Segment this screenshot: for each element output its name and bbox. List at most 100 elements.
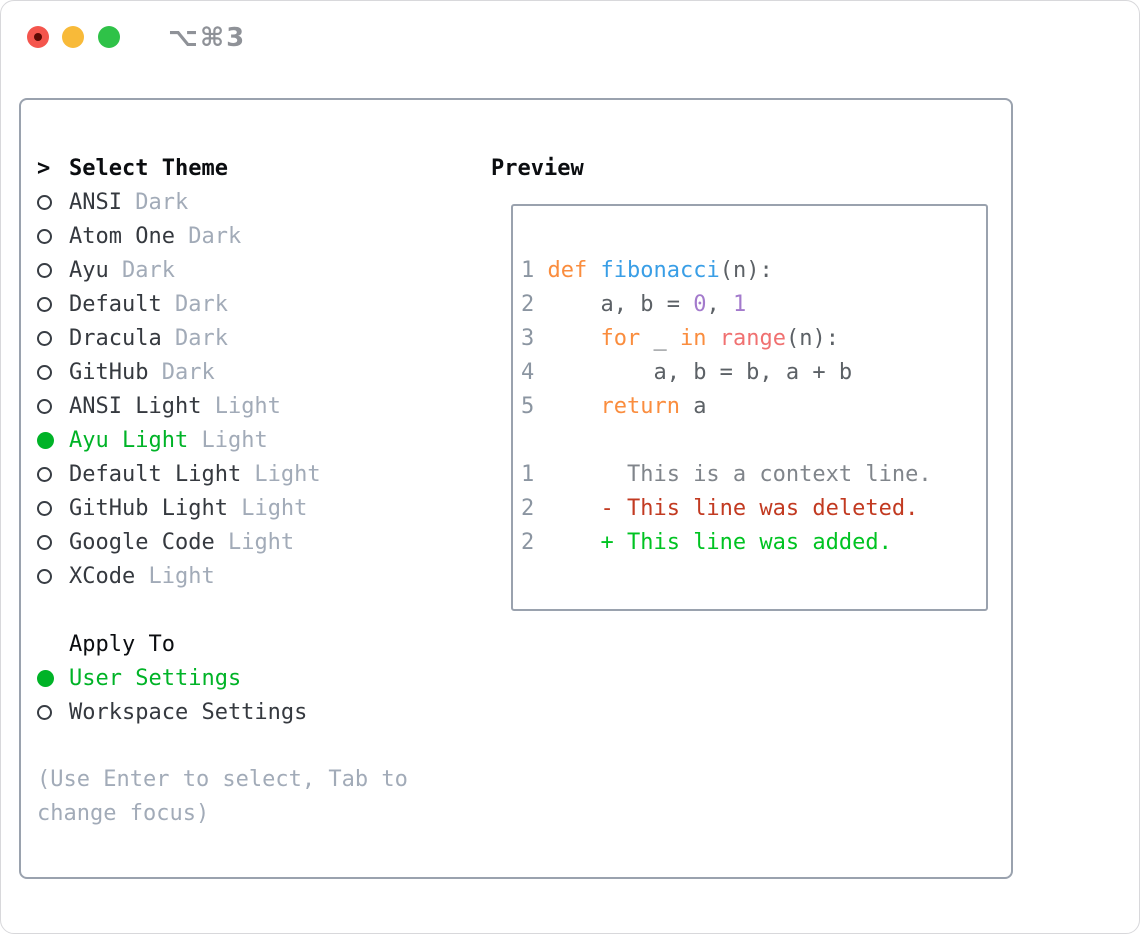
radio-icon xyxy=(37,398,69,414)
code-token-deleted: - This line was deleted. xyxy=(534,495,919,521)
theme-variant-badge: Light xyxy=(201,393,281,419)
code-token-default: a, b = b, a + b xyxy=(534,359,853,385)
code-token-context: This is a context line. xyxy=(534,461,932,487)
preview-label: Preview xyxy=(491,155,584,181)
select-theme-label: Select Theme xyxy=(69,155,228,181)
code-token-entity: fibonacci xyxy=(600,257,720,283)
apply-to-label: Apply To xyxy=(69,631,175,657)
code-line: 2 + This line was added. xyxy=(521,525,932,559)
theme-option-atom-one[interactable]: Atom One Dark xyxy=(37,219,241,253)
theme-option-github[interactable]: GitHub Dark xyxy=(37,355,215,389)
theme-option-ansi-light[interactable]: ANSI Light Light xyxy=(37,389,281,423)
code-line: 5 return a xyxy=(521,389,932,423)
radio-icon xyxy=(37,500,69,516)
theme-variant-badge: Light xyxy=(227,495,308,521)
window-title: ⌥⌘3 xyxy=(168,23,247,53)
code-token-default: (n): xyxy=(719,257,773,283)
code-token-lineno: 2 xyxy=(521,291,535,317)
radio-icon xyxy=(37,262,69,278)
code-token-constant: 0 xyxy=(693,291,707,317)
option-label: ANSI xyxy=(69,189,122,215)
radio-icon xyxy=(37,466,69,482)
code-token-default: , xyxy=(706,291,733,317)
option-label: Default xyxy=(69,291,162,317)
theme-variant-badge: Dark xyxy=(161,291,228,317)
minimize-button[interactable] xyxy=(62,26,84,48)
close-button[interactable] xyxy=(27,26,49,48)
zoom-button[interactable] xyxy=(98,26,120,48)
code-token-lineno: 2 xyxy=(521,529,535,555)
radio-icon xyxy=(37,228,69,244)
theme-variant-badge: Dark xyxy=(108,257,175,283)
code-token-lineno: 4 xyxy=(521,359,535,385)
code-token-default: (n): xyxy=(785,325,839,351)
radio-selected-icon xyxy=(37,669,69,687)
code-token-default xyxy=(534,394,600,419)
theme-variant-badge: Light xyxy=(188,427,268,453)
theme-variant-badge: Dark xyxy=(161,325,228,351)
code-token-default: a xyxy=(679,393,707,419)
code-token-added: + This line was added. xyxy=(534,529,892,555)
apply-to-header: Apply To xyxy=(37,627,175,661)
code-line: 3 for _ in range(n): xyxy=(521,321,932,355)
theme-variant-badge: Dark xyxy=(121,189,189,215)
code-token-keyword: in xyxy=(679,325,707,351)
option-label: User Settings xyxy=(69,665,242,691)
code-line: 1 def fibonacci(n): xyxy=(521,253,932,287)
code-token-lineno: 2 xyxy=(521,495,535,521)
option-label: GitHub Light xyxy=(69,495,228,521)
radio-icon xyxy=(37,534,69,550)
code-token-default xyxy=(534,326,600,351)
radio-icon xyxy=(37,296,69,312)
code-token-markup: range xyxy=(719,325,786,351)
keyboard-hint: (Use Enter to select, Tab to change focu… xyxy=(37,767,408,826)
code-line: 1 This is a context line. xyxy=(521,457,932,491)
option-label: GitHub xyxy=(69,359,149,385)
apply-option-user-settings[interactable]: User Settings xyxy=(37,661,241,695)
option-label: Dracula xyxy=(69,325,162,351)
code-line xyxy=(521,423,932,457)
theme-option-default[interactable]: Default Dark xyxy=(37,287,228,321)
theme-option-ayu[interactable]: Ayu Dark xyxy=(37,253,175,287)
close-dot-icon xyxy=(34,33,42,41)
code-token-default: a, b = xyxy=(534,291,694,317)
theme-option-ayu-light[interactable]: Ayu Light Light xyxy=(37,423,268,457)
option-label: Atom One xyxy=(69,223,175,249)
code-line: 2 - This line was deleted. xyxy=(521,491,932,525)
code-token-constant: 1 xyxy=(732,291,747,317)
code-token-default xyxy=(587,258,600,283)
code-line: 2 a, b = 0, 1 xyxy=(521,287,932,321)
radio-icon xyxy=(37,568,69,584)
code-token-lineno: 5 xyxy=(521,393,535,419)
theme-option-dracula[interactable]: Dracula Dark xyxy=(37,321,228,355)
radio-icon xyxy=(37,364,69,380)
radio-selected-icon xyxy=(37,431,69,449)
code-token-default xyxy=(706,326,719,351)
option-label: Ayu Light xyxy=(69,427,189,453)
theme-option-default-light[interactable]: Default Light Light xyxy=(37,457,321,491)
theme-variant-badge: Light xyxy=(135,563,215,589)
code-token-default: _ xyxy=(640,325,680,351)
theme-variant-badge: Dark xyxy=(148,359,215,385)
prompt-caret-icon: > xyxy=(37,155,51,181)
radio-icon xyxy=(37,330,69,346)
theme-option-github-light[interactable]: GitHub Light Light xyxy=(37,491,307,525)
theme-option-ansi[interactable]: ANSI Dark xyxy=(37,185,188,219)
code-token-keyword: return xyxy=(600,393,680,419)
option-label: XCode xyxy=(69,563,136,589)
code-token-keyword: for xyxy=(600,325,641,351)
theme-variant-badge: Light xyxy=(241,461,321,487)
code-token-lineno: 3 xyxy=(521,325,535,351)
theme-variant-badge: Dark xyxy=(174,223,242,249)
code-token-lineno: 1 xyxy=(521,461,535,487)
theme-option-google-code[interactable]: Google Code Light xyxy=(37,525,294,559)
option-label: Default Light xyxy=(69,461,242,487)
theme-option-xcode[interactable]: XCode Light xyxy=(37,559,215,593)
radio-icon xyxy=(37,194,69,210)
select-theme-header: > Select Theme xyxy=(37,151,228,185)
apply-option-workspace-settings[interactable]: Workspace Settings xyxy=(37,695,307,729)
option-label: Workspace Settings xyxy=(69,699,308,725)
